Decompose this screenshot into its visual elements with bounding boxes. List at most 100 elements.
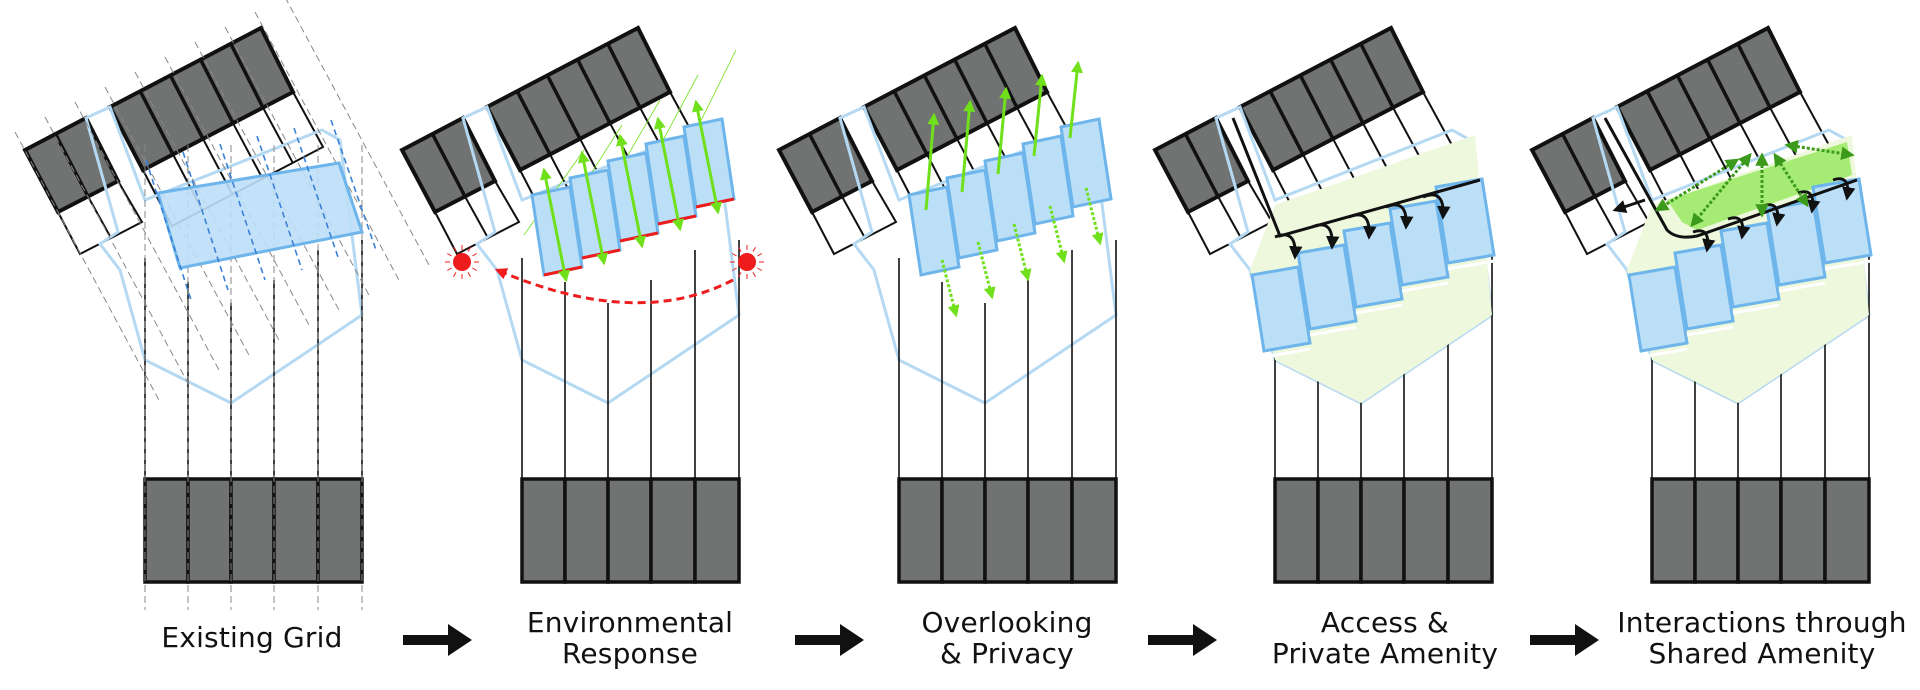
overlook-view-arrow <box>960 99 976 193</box>
south-unit <box>1273 477 1320 584</box>
unit-divider <box>953 58 989 124</box>
unit-divider <box>1594 196 1619 239</box>
step-label-line: Shared Amenity <box>1648 637 1876 670</box>
sun-ray <box>447 253 452 257</box>
long-block-front <box>107 25 296 173</box>
unit-divider <box>168 74 205 140</box>
unit-divider <box>430 133 467 198</box>
unit-divider <box>1392 107 1424 164</box>
step-label-line: Response <box>561 637 699 670</box>
unit-divider <box>807 133 844 198</box>
overlook-view-arrow <box>996 86 1012 175</box>
unit-divider <box>606 43 642 109</box>
unit-divider <box>1645 90 1682 156</box>
diagonal-grid-line <box>44 116 191 388</box>
existing-buildings-south <box>143 477 364 584</box>
step-label-access-private-amenity: Access &Private Amenity <box>1272 607 1498 669</box>
diagonal-grid-line <box>134 71 281 343</box>
blue-grid-line <box>182 151 229 291</box>
unit-access-arrow <box>1692 229 1716 253</box>
sun-disc <box>453 253 471 271</box>
unit-divider <box>1359 43 1395 109</box>
sun-icon <box>445 245 479 279</box>
overlook-view-arrow <box>1032 73 1048 157</box>
south-unit <box>649 477 697 584</box>
sun-ray <box>467 272 471 277</box>
sun-ray <box>757 253 762 257</box>
unit-access-arrow <box>1311 223 1340 250</box>
blue-grid-line <box>145 159 192 301</box>
sun-ray <box>472 267 477 271</box>
step-arrow-icon <box>1530 624 1599 656</box>
blue-grid-line <box>256 135 303 271</box>
unit-divider <box>232 122 264 180</box>
unit-divider <box>515 90 552 156</box>
unit-divider <box>87 196 112 239</box>
unit-divider <box>464 196 489 239</box>
unit-divider <box>1329 58 1365 124</box>
sun-ray <box>738 272 742 277</box>
south-unit <box>897 477 944 584</box>
site-boundary <box>838 104 1118 405</box>
existing-buildings-south <box>897 477 1118 584</box>
blue-grid-line <box>219 143 266 281</box>
step-arrow-icon <box>795 624 864 656</box>
unit-block <box>1627 265 1689 353</box>
privacy-view-arrow <box>940 259 960 318</box>
sun-ray <box>467 247 471 252</box>
step-label-line: Private Amenity <box>1271 637 1499 670</box>
sun-ray <box>732 267 737 271</box>
unit-access-arrow <box>1832 177 1856 201</box>
two-way-view-arrow <box>653 116 685 232</box>
unit-access-arrow <box>1348 213 1377 240</box>
unit-divider <box>138 90 175 156</box>
south-unit <box>1359 477 1406 584</box>
unit-block <box>1434 177 1496 265</box>
stepped-unit <box>1021 134 1075 226</box>
panel-existing-grid <box>14 0 431 610</box>
unit-terrace <box>1640 347 1688 359</box>
south-unit <box>520 477 567 584</box>
diagonal-grid-line <box>74 101 221 373</box>
step-label-line: Existing Grid <box>161 621 343 654</box>
south-unit <box>563 477 610 584</box>
unit-divider <box>545 74 582 140</box>
unit-terrace <box>1355 303 1403 315</box>
unit-divider <box>229 43 265 109</box>
interaction-arrow <box>1690 152 1752 228</box>
two-way-view-arrow <box>691 99 723 215</box>
unit-terrace <box>1263 347 1311 359</box>
unit-access-arrow <box>1422 193 1451 220</box>
sun-ray <box>453 272 457 277</box>
unit-block <box>1342 221 1404 309</box>
unit-terrace <box>1778 281 1826 293</box>
blue-grid-line <box>293 127 340 261</box>
unit-terrace <box>1686 325 1734 337</box>
diagonal-grid-line <box>224 26 371 298</box>
existing-buildings-north <box>776 25 1079 256</box>
two-way-view-arrow <box>539 167 571 283</box>
unit-divider <box>983 43 1019 109</box>
unit-divider <box>262 107 294 164</box>
south-unit <box>1070 477 1118 584</box>
privacy-view-arrow <box>976 241 996 300</box>
step-label-existing-grid: Existing Grid <box>161 622 342 653</box>
sun-ray <box>453 247 457 252</box>
privacy-view-arrow <box>1012 223 1032 282</box>
south-unit <box>1650 477 1697 584</box>
unit-divider <box>1217 196 1242 239</box>
site-boundary <box>84 104 364 405</box>
panel-shared-amenity <box>1529 25 1873 584</box>
access-path <box>1603 117 1858 239</box>
overlook-view-arrow <box>924 112 940 211</box>
south-unit <box>1402 477 1450 584</box>
privacy-view-arrow <box>1084 187 1104 246</box>
unit-divider <box>1706 58 1742 124</box>
stepped-unit <box>983 151 1037 243</box>
south-unit <box>272 477 320 584</box>
privacy-view-arrow <box>1048 205 1068 264</box>
unit-terrace <box>1309 325 1357 337</box>
sun-icon <box>730 245 764 279</box>
